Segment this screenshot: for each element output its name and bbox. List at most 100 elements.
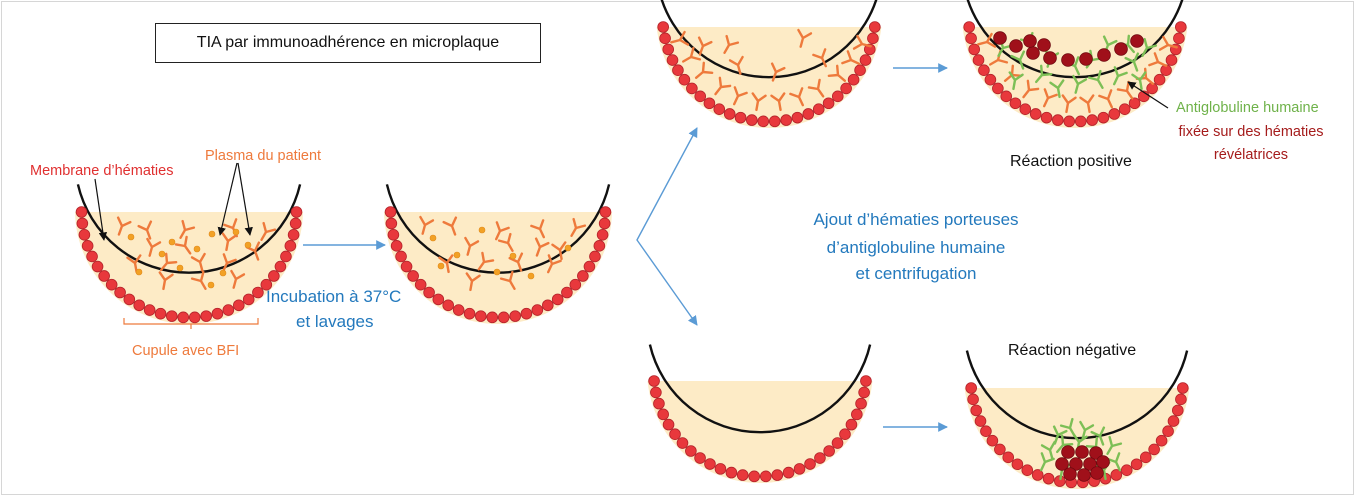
red-cell: [824, 446, 835, 457]
red-cell: [985, 74, 996, 85]
red-cell: [77, 218, 88, 229]
red-cell: [212, 308, 223, 319]
red-cell: [1140, 452, 1151, 463]
red-cell: [973, 55, 984, 66]
red-cell: [590, 251, 601, 262]
well-2-well: [384, 184, 612, 324]
red-cell: [695, 453, 706, 464]
red-cell: [749, 471, 760, 482]
red-cell: [1064, 116, 1075, 127]
antigen-dot: [479, 227, 485, 233]
red-cell: [1003, 452, 1014, 463]
red-cell: [1020, 104, 1031, 115]
red-cell: [663, 44, 674, 55]
red-cell: [1149, 444, 1160, 455]
red-cell: [670, 429, 681, 440]
red-cell: [1176, 394, 1187, 405]
antigen-dot: [169, 239, 175, 245]
red-cell: [663, 419, 674, 430]
red-cell: [649, 376, 660, 387]
antigen-dot: [454, 252, 460, 258]
red-cell: [803, 109, 814, 120]
red-cell: [969, 44, 980, 55]
revealing-cell: [1078, 469, 1091, 482]
red-cell: [166, 311, 177, 322]
label-incubation-1: Incubation à 37°C: [266, 284, 401, 309]
red-cell: [685, 446, 696, 457]
red-cell: [542, 300, 553, 311]
red-cell: [599, 218, 610, 229]
revealing-cell: [1115, 43, 1128, 56]
red-cell: [667, 55, 678, 66]
label-fixee-1: fixée sur des hématies: [1171, 124, 1331, 140]
red-cell: [726, 467, 737, 478]
well-3-well: [657, 0, 882, 128]
red-cell: [650, 387, 661, 398]
red-cell: [1121, 465, 1132, 476]
red-cell: [841, 83, 852, 94]
red-cell: [87, 251, 98, 262]
revealing-cell: [1098, 49, 1111, 62]
red-cell: [408, 271, 419, 282]
well-6-revealing-cells: [1056, 446, 1110, 482]
label-ajout-1: Ajout d’hématies porteuses: [800, 207, 1032, 232]
red-cell: [562, 287, 573, 298]
red-cell: [453, 305, 464, 316]
red-cell: [1154, 74, 1165, 85]
red-cell: [79, 229, 90, 240]
red-cell: [76, 207, 87, 218]
red-cell: [679, 74, 690, 85]
red-cell: [475, 311, 486, 322]
antigen-dot: [233, 229, 239, 235]
red-cell: [291, 207, 302, 218]
red-cell: [979, 65, 990, 76]
red-cell: [783, 467, 794, 478]
revealing-cell: [1064, 468, 1077, 481]
revealing-cell: [1027, 47, 1040, 60]
red-cell: [1075, 116, 1086, 127]
antigen-dot: [494, 269, 500, 275]
red-cell: [498, 312, 509, 323]
red-cell: [840, 429, 851, 440]
revealing-cell: [1131, 35, 1144, 48]
red-cell: [735, 112, 746, 123]
red-cell: [433, 294, 444, 305]
red-cell: [781, 115, 792, 126]
red-cell: [189, 312, 200, 323]
label-membrane: Membrane d’hématies: [30, 163, 173, 179]
revealing-cell: [994, 32, 1007, 45]
diagram-title: TIA par immunoadhérence en microplaque: [155, 23, 541, 63]
label-reaction-negative: Réaction négative: [1008, 342, 1136, 360]
red-cell: [695, 91, 706, 102]
red-cell: [971, 405, 982, 416]
red-cell: [992, 83, 1003, 94]
red-cell: [1131, 459, 1142, 470]
red-cell: [594, 240, 605, 251]
red-cell: [704, 98, 715, 109]
red-cell: [577, 271, 588, 282]
red-cell: [401, 261, 412, 272]
revealing-cell: [1038, 39, 1051, 52]
red-cell: [1043, 473, 1054, 484]
red-cell: [686, 83, 697, 94]
red-cell: [1052, 115, 1063, 126]
red-cell: [760, 471, 771, 482]
red-cell: [869, 22, 880, 33]
label-fixee-2: révélatrices: [1171, 147, 1331, 163]
red-cell: [860, 55, 871, 66]
red-cell: [1022, 465, 1033, 476]
red-cell: [424, 287, 435, 298]
red-cell: [792, 112, 803, 123]
red-cell: [487, 312, 498, 323]
red-cell: [443, 300, 454, 311]
red-cell: [987, 435, 998, 446]
label-plasma: Plasma du patient: [205, 148, 321, 164]
red-cell: [597, 229, 608, 240]
red-cell: [253, 287, 264, 298]
red-cell: [851, 409, 862, 420]
antigen-dot: [209, 231, 215, 237]
revealing-cell: [1091, 467, 1104, 480]
label-ajout-3: et centrifugation: [800, 261, 1032, 286]
red-cell: [510, 311, 521, 322]
